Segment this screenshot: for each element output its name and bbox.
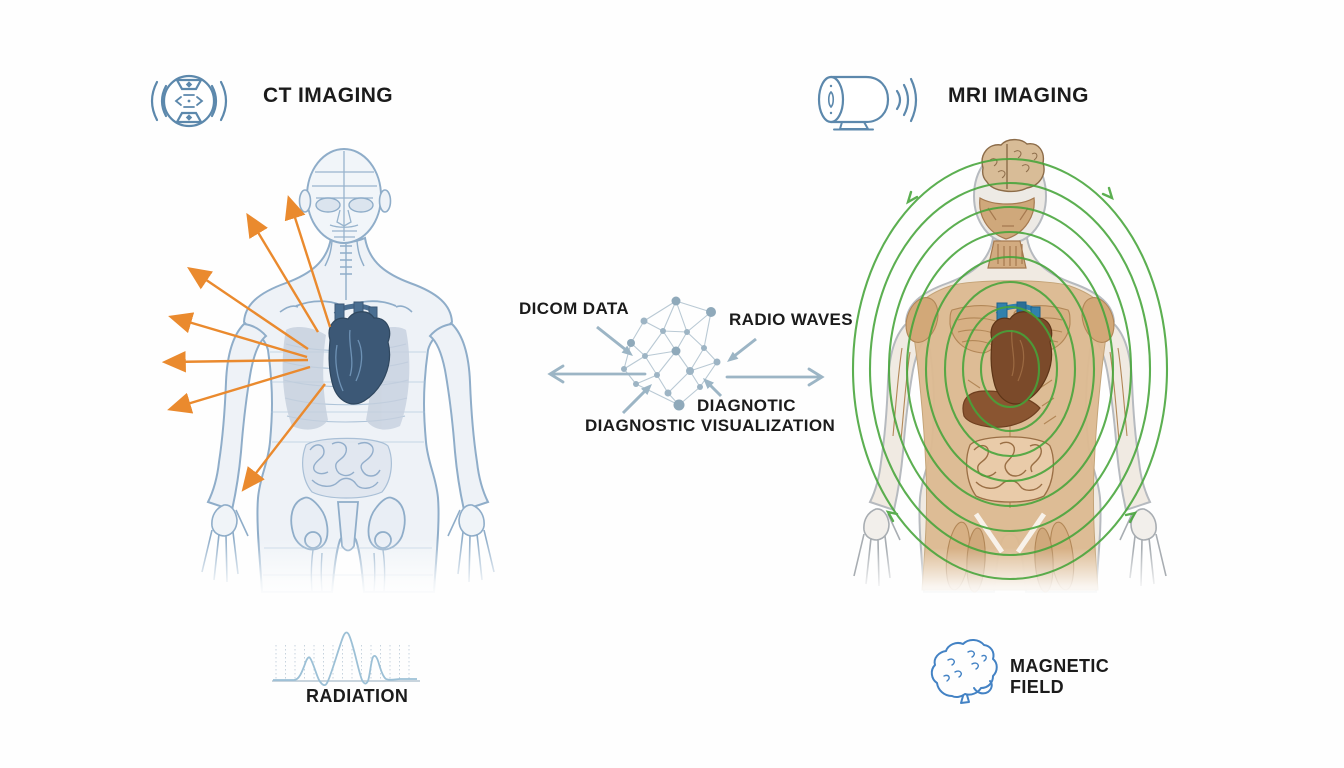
radio-waves-label: RADIO WAVES — [729, 310, 854, 329]
magnetic-field-line2: FIELD — [1010, 677, 1064, 697]
visualization-arrow — [621, 388, 648, 415]
radiation-caption: RADIATION — [306, 686, 409, 706]
ct-intestines — [302, 437, 392, 499]
arrow-to-mri — [725, 367, 825, 387]
mri-section-title: MRI IMAGING — [948, 84, 1089, 107]
ct-neck — [324, 240, 365, 300]
brain-icon — [930, 639, 998, 704]
magnetic-field-caption: MAGNETIC FIELD — [1010, 656, 1109, 698]
center-flow-arrows — [547, 325, 825, 415]
dicom-data-label: DICOM DATA — [519, 299, 630, 318]
network-nodes-icon — [621, 296, 721, 411]
ct-bottom-fade — [198, 538, 498, 596]
ct-body-figure — [198, 148, 498, 596]
ct-skull — [298, 148, 392, 244]
field-direction-arrowheads — [885, 186, 1138, 524]
diagnostic-visualization-label: DIAGNOSTIC VISUALIZATION — [585, 416, 836, 435]
magnetic-field-rings — [851, 157, 1169, 581]
ct-heart — [328, 301, 391, 405]
ct-section-title: CT IMAGING — [263, 84, 393, 107]
diagnotic-label: DIAGNOTIC — [697, 396, 796, 415]
radiation-rays — [161, 195, 332, 492]
dicom-arrow — [596, 325, 627, 352]
mri-bottom-fade — [860, 548, 1160, 598]
arrow-to-ct — [547, 364, 647, 384]
diagnotic-arrow — [708, 383, 723, 398]
radio-waves-arrow — [732, 337, 757, 359]
ct-scanner-icon — [150, 74, 228, 128]
mri-machine-icon — [817, 75, 918, 131]
mri-heart — [990, 301, 1053, 405]
magnetic-field-line1: MAGNETIC — [1010, 656, 1110, 676]
mri-body-figure — [853, 138, 1167, 598]
radiation-waveform — [272, 631, 420, 687]
